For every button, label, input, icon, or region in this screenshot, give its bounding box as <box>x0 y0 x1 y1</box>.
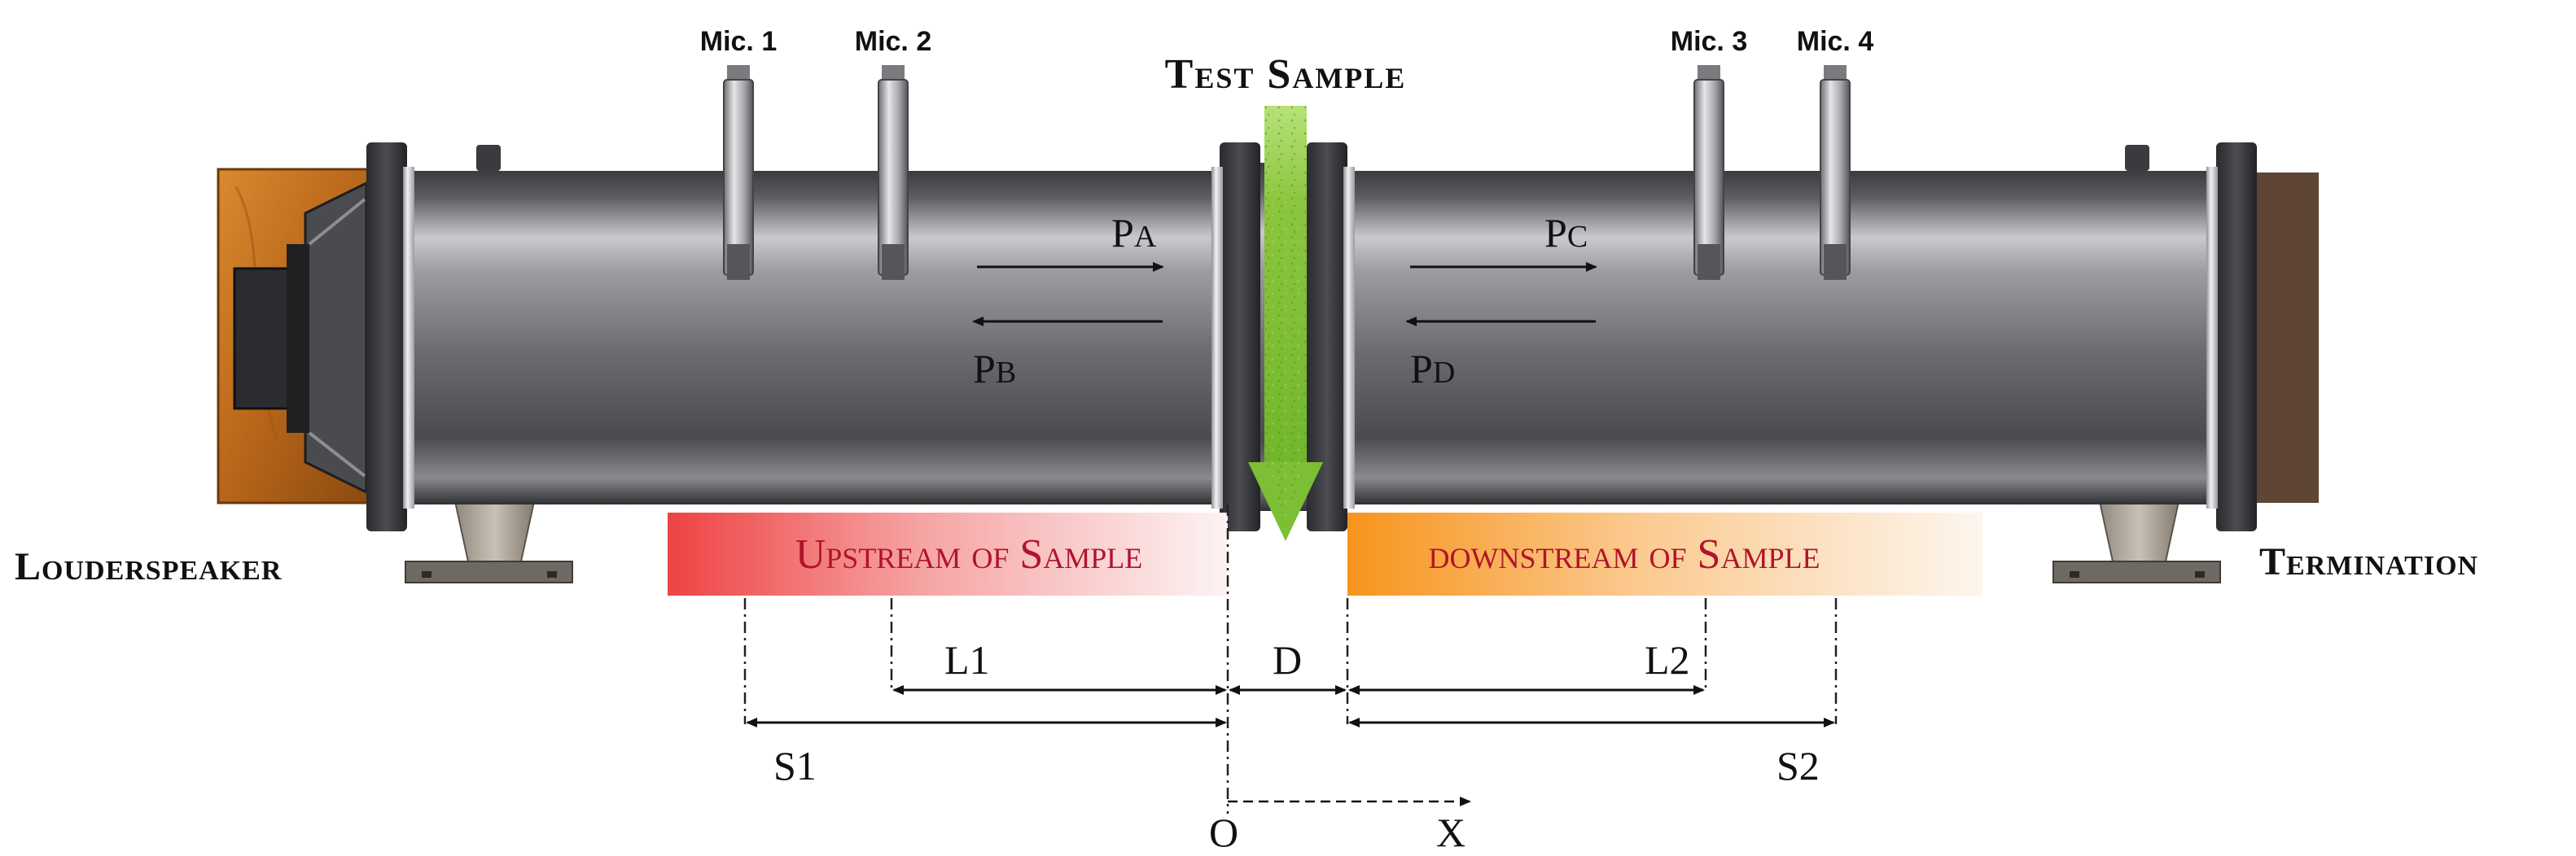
mic-3 <box>1693 65 1724 280</box>
termination-block <box>2255 173 2319 503</box>
upstream-label: Upstream of Sample <box>795 531 1143 578</box>
mic-3-label: Mic. 3 <box>1671 26 1747 57</box>
origin-label: O <box>1209 810 1238 855</box>
x-axis-label: X <box>1436 810 1465 855</box>
test-sample <box>1248 106 1323 541</box>
wave-pc-label: PC <box>1544 210 1588 255</box>
left-stand <box>405 486 573 583</box>
s1-label: S1 <box>773 743 817 788</box>
l2-label: L2 <box>1645 637 1690 683</box>
right-stand <box>2052 486 2221 583</box>
downstream-label: downstream of Sample <box>1429 531 1820 578</box>
loudspeaker-label: Louderspeaker <box>15 545 282 588</box>
dimension-arrows <box>746 685 1835 806</box>
wave-pb-label: PB <box>973 346 1016 391</box>
downstream-band <box>1347 513 1982 596</box>
dimension-lines <box>743 504 1838 814</box>
right-bolt <box>2125 145 2149 171</box>
downstream-pipe <box>1335 171 2215 504</box>
l1-label: L1 <box>944 637 990 683</box>
mic-2 <box>878 65 909 280</box>
left-bolt <box>476 145 501 171</box>
mic-2-label: Mic. 2 <box>855 26 931 57</box>
termination-label: Termination <box>2259 540 2478 583</box>
s2-label: S2 <box>1776 743 1820 788</box>
mic-1 <box>723 65 754 280</box>
loudspeaker <box>217 168 371 504</box>
wave-arrows <box>972 262 1597 326</box>
wave-pa-label: PA <box>1111 210 1157 255</box>
upstream-pipe <box>366 171 1229 504</box>
flanges <box>366 142 2257 531</box>
mic-4 <box>1820 65 1851 280</box>
wave-pd-label: PD <box>1410 346 1455 391</box>
upstream-band <box>668 513 1228 596</box>
d-label: D <box>1273 637 1302 683</box>
mic-4-label: Mic. 4 <box>1797 26 1874 57</box>
mic-1-label: Mic. 1 <box>700 26 777 57</box>
test-sample-label: Test Sample <box>1165 51 1407 98</box>
